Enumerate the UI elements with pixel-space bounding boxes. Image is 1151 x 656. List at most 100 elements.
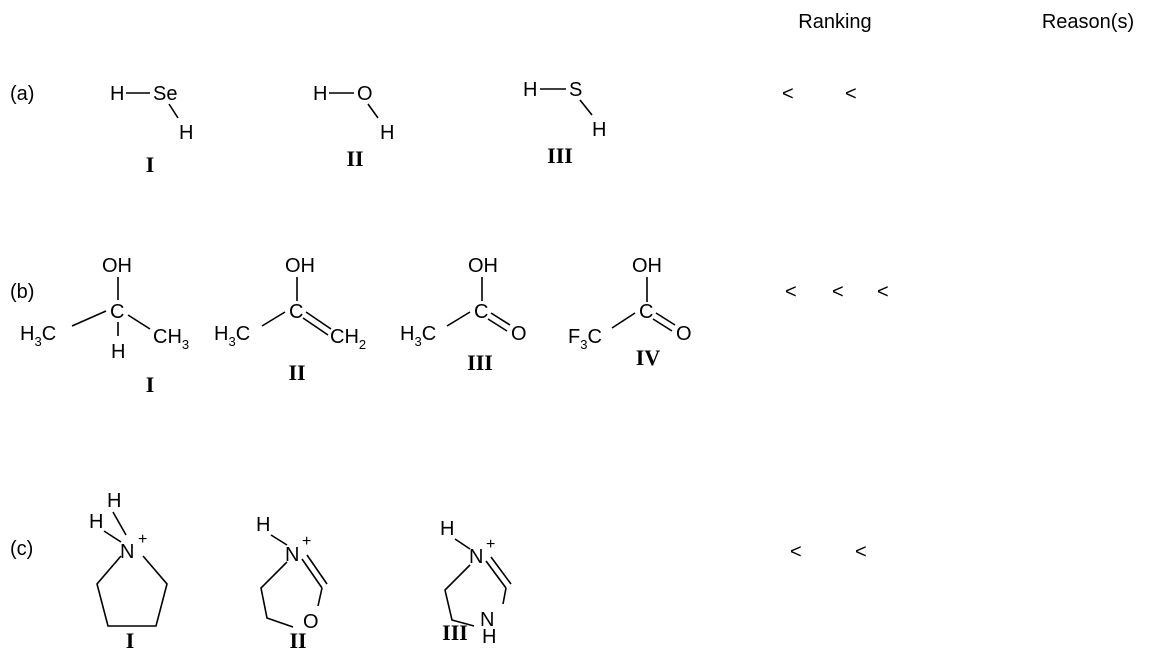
h3c-h: H [20,323,34,345]
ch2-sub: 2 [359,337,366,352]
atom-h: H [89,511,103,533]
double-bond [490,312,511,326]
bond [112,511,127,536]
charge-plus: + [302,533,311,550]
atom-h3c: H3C [214,323,250,349]
compound-label: I [146,152,155,177]
atom-h: H [107,490,121,512]
h3c-c: C [42,323,56,345]
atom-f3c: F3C [568,326,602,352]
atom-h: H [313,83,327,105]
bond [168,103,179,119]
part-b-molecule-1: OH C H3C CH3 H I [20,255,189,397]
atom-c: C [289,301,303,323]
atom-se: Se [153,83,177,105]
atom-o: O [303,611,319,633]
ranking-symbol: < [790,541,802,563]
atom-n: N [469,546,483,568]
part-b-molecule-3: OH C H3C O III [400,255,527,375]
atom-oh: OH [102,255,132,277]
bond [261,311,286,327]
compound-label: II [288,360,305,385]
h3c-sub: 3 [34,334,41,349]
ranking-symbol: < [877,281,889,303]
h3c-c: C [422,323,436,345]
atom-h: H [110,83,124,105]
ranking-symbol: < [832,281,844,303]
atom-h3c: H3C [20,323,56,349]
compound-label: III [467,350,493,375]
part-c-label: (c) [10,538,33,560]
ch3-sub: 3 [182,337,189,352]
atom-o: O [511,323,527,345]
compound-label: I [126,628,135,651]
ranking-header: Ranking [798,11,871,33]
bond [103,530,122,543]
atom-oh: OH [632,255,662,277]
double-bond [652,318,673,332]
ranking-symbol: < [785,281,797,303]
atom-n: N [285,544,299,566]
double-bond [302,317,329,336]
bond [127,314,151,330]
atom-h: H [179,122,193,144]
compound-label: III [442,620,468,645]
atom-c: C [474,301,488,323]
atom-o: O [357,83,373,105]
part-a-molecule-1: H Se H I [110,83,193,177]
atom-ch3: CH3 [153,326,189,352]
charge-plus: + [486,536,495,553]
charge-plus: + [138,531,147,548]
atom-h: H [523,79,537,101]
ring [260,561,294,628]
double-bond [306,554,328,585]
part-a-molecule-2: H O H II [313,83,394,171]
part-c-molecule-1: H H N + I [89,490,168,653]
compound-label: II [346,146,363,171]
f3c-f: F [568,326,580,348]
ring [444,564,475,627]
bond [270,534,288,546]
h3c-sub: 3 [414,334,421,349]
atom-h: H [440,518,454,540]
double-bond [301,558,323,589]
atom-h: H [256,514,270,536]
atom-s: S [569,79,582,101]
bond [502,587,507,605]
bond [71,310,107,327]
double-bond [490,556,512,585]
bond [317,587,323,607]
reasons-header: Reason(s) [1042,11,1134,33]
atom-h: H [592,119,606,141]
part-a-molecule-3: H S H III [523,79,606,168]
bond [367,103,379,119]
double-bond [487,318,508,332]
part-c-molecule-2: H N + O II [256,514,328,653]
bond [611,312,636,329]
compound-label: I [146,372,155,397]
double-bond [305,311,332,330]
atom-c: C [639,301,653,323]
atom-o: O [676,323,692,345]
f3c-sub: 3 [580,337,587,352]
part-b-label: (b) [10,281,34,303]
atom-h: H [111,341,125,363]
h3c-h: H [400,323,414,345]
h3c-c: C [236,323,250,345]
bond [579,99,593,116]
compound-label: IV [636,345,661,370]
ring [96,555,168,627]
ranking-symbol: < [845,83,857,105]
atom-n: N [480,609,494,631]
h3c-sub: 3 [228,334,235,349]
ch2-ch: CH [330,326,359,348]
atom-h3c: H3C [400,323,436,349]
atom-h: H [482,626,496,648]
h3c-h: H [214,323,228,345]
atom-ch2: CH2 [330,326,366,352]
atom-oh: OH [285,255,315,277]
double-bond [655,312,676,326]
part-b-molecule-4: OH C F3C O IV [568,255,692,370]
